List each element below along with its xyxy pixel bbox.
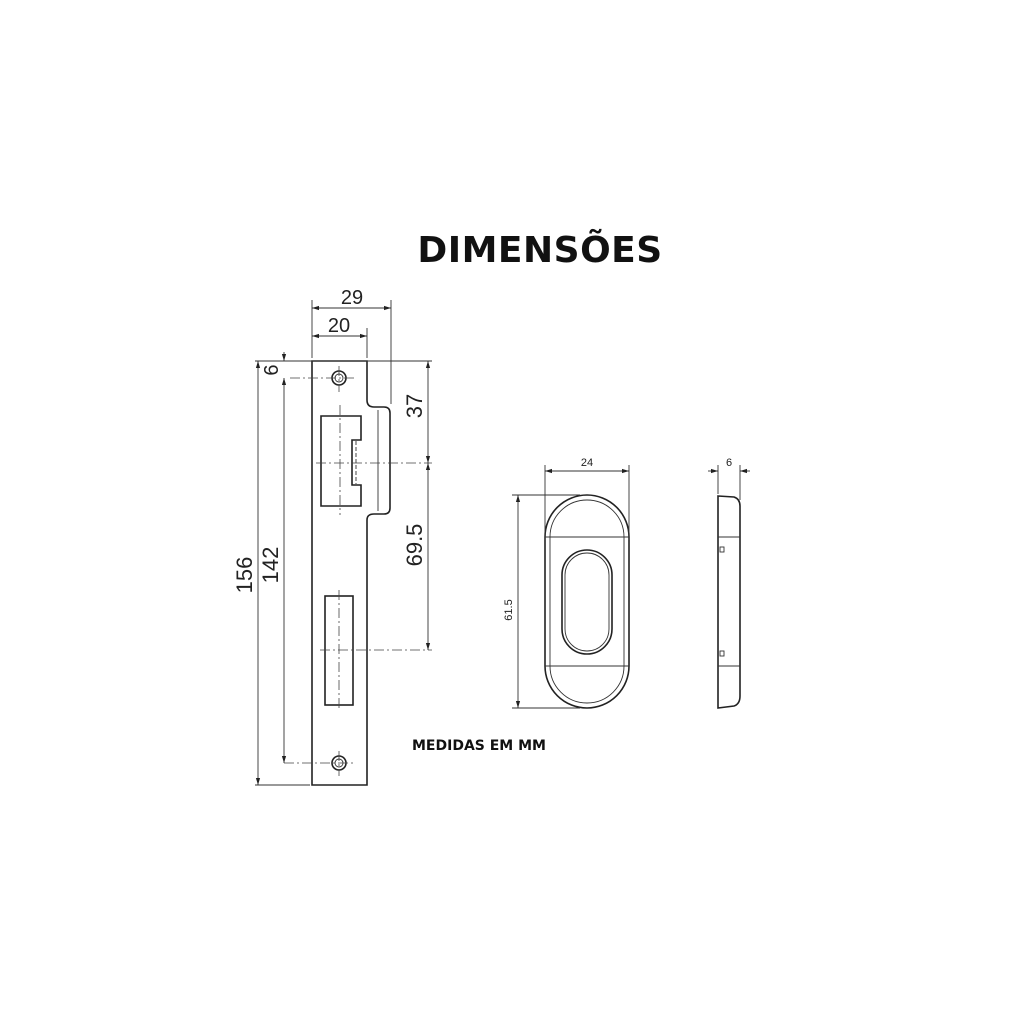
dim-142: 142: [258, 547, 283, 584]
latch-opening: [320, 415, 362, 507]
page-title: DIMENSÕES: [417, 230, 663, 271]
dim-37: 37: [402, 394, 427, 418]
dim-6: 6: [261, 364, 283, 375]
dim-24: 24: [581, 457, 593, 469]
units-note: MEDIDAS EM MM: [412, 738, 546, 754]
dim-69-5: 69.5: [402, 524, 427, 567]
dim-61-5: 61.5: [503, 599, 515, 620]
cylinder-opening: [561, 549, 613, 655]
strike-plate-drawing: 29 20 6 156 142 37 69.5: [232, 287, 432, 786]
dim-156: 156: [232, 557, 257, 594]
dim-29: 29: [341, 287, 363, 309]
dim-6-depth: 6: [726, 457, 732, 469]
escutcheon-front-drawing: 24 61.5: [503, 457, 630, 709]
escutcheon-side-drawing: 6: [708, 457, 750, 709]
dim-20: 20: [328, 315, 350, 337]
strike-plate-outline: [311, 360, 391, 786]
